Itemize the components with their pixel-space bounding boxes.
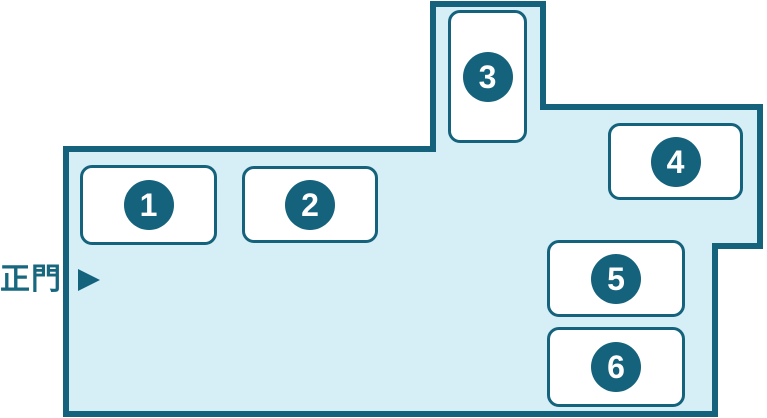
- building-box-6: 6: [547, 327, 685, 407]
- building-number-badge-1: 1: [123, 180, 174, 230]
- building-box-3: 3: [448, 10, 527, 143]
- building-number-badge-3: 3: [462, 51, 513, 102]
- building-number: 1: [139, 187, 158, 223]
- building-box-2: 2: [242, 166, 378, 243]
- building-number: 3: [478, 58, 497, 95]
- building-box-5: 5: [547, 240, 685, 317]
- building-number-badge-5: 5: [591, 253, 641, 304]
- triangle-right-icon: [78, 269, 100, 291]
- building-box-1: 1: [80, 165, 217, 245]
- building-number: 2: [301, 186, 319, 223]
- building-number-badge-2: 2: [285, 179, 335, 230]
- building-number-badge-6: 6: [591, 342, 641, 392]
- main-gate: 正門: [0, 262, 100, 298]
- building-number: 6: [607, 349, 625, 385]
- building-number-badge-4: 4: [650, 136, 701, 187]
- main-gate-label: 正門: [0, 263, 62, 296]
- building-number: 5: [607, 260, 625, 297]
- building-number: 4: [666, 143, 685, 180]
- building-box-4: 4: [608, 123, 743, 200]
